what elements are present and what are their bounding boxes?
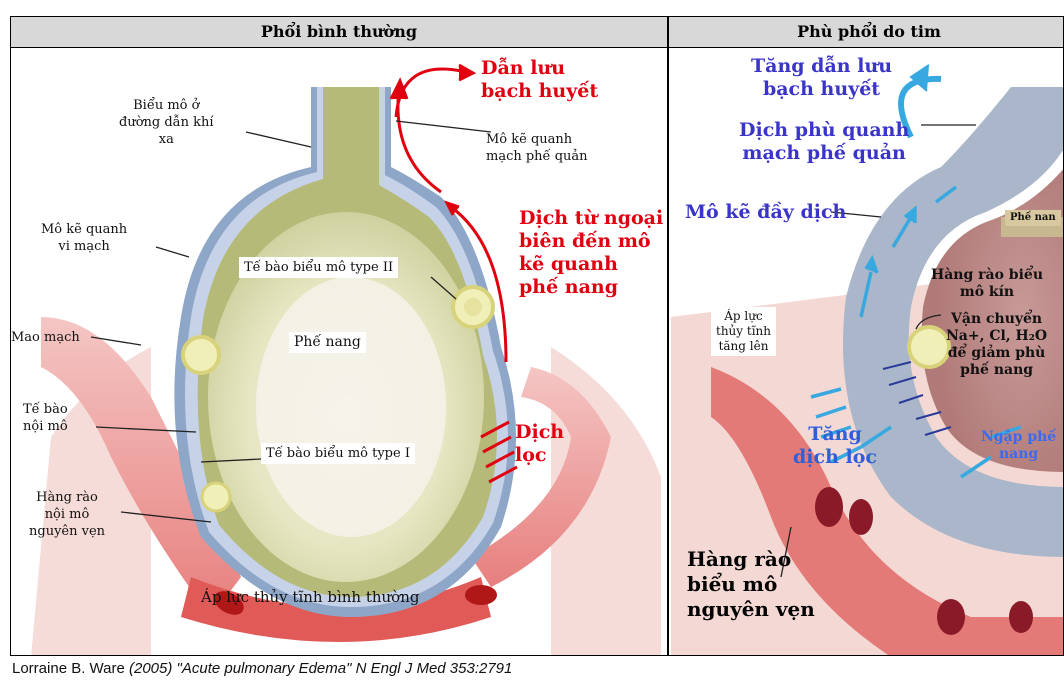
rbc bbox=[849, 499, 873, 535]
label-intact-endothelial-barrier: Hàng rào nội mô nguyên vẹn bbox=[29, 489, 105, 540]
label-type-2-cell: Tế bào biểu mô type II bbox=[239, 257, 398, 278]
label-endothelial-cell: Tế bào nội mô bbox=[23, 401, 68, 435]
figure-frame: Phổi bình thường Phù phổi do tim bbox=[10, 16, 1064, 656]
label-alveolus: Phế nang bbox=[289, 332, 366, 353]
label-perimicrovascular-interstitium: Mô kẽ quanh vi mạch bbox=[41, 221, 127, 255]
type-2-cell bbox=[183, 337, 219, 373]
rbc bbox=[465, 585, 497, 605]
label-fluid-filled-interstitium: Mô kẽ đầy dịch bbox=[685, 201, 846, 224]
label-type-1-cell: Tế bào biểu mô type I bbox=[261, 443, 415, 464]
label-capillary: Mao mạch bbox=[11, 329, 80, 346]
rbc bbox=[815, 487, 843, 527]
label-peribronchovascular-interstitium: Mô kẽ quanh mạch phế quản bbox=[486, 131, 588, 165]
label-tight-epithelial-barrier: Hàng rào biểu mô kín bbox=[931, 267, 1043, 301]
label-increased-hydrostatic-pressure: Áp lực thủy tĩnh tăng lên bbox=[711, 307, 776, 356]
citation: Lorraine B. Ware (2005) "Acute pulmonary… bbox=[12, 660, 512, 677]
label-peribronchovascular-edema: Dịch phù quanh mạch phế quản bbox=[739, 119, 909, 165]
label-alveolar-flooding: Ngập phế nang bbox=[981, 429, 1056, 463]
label-alveolus-tag: Phế nan bbox=[1005, 210, 1061, 226]
label-ion-transport: Vận chuyển Na+, Cl, H₂O để giảm phù phế … bbox=[946, 311, 1047, 379]
label-distal-airway-epithelium: Biểu mô ở đường dẫn khí xa bbox=[119, 97, 214, 148]
rbc bbox=[937, 599, 965, 635]
label-normal-hydrostatic-pressure: Áp lực thủy tĩnh bình thường bbox=[201, 589, 419, 606]
label-increased-lymph-drainage: Tăng dẫn lưu bạch huyết bbox=[751, 55, 892, 101]
label-fluid-from-periphery: Dịch từ ngoại biên đến mô kẽ quanh phế n… bbox=[519, 207, 663, 299]
label-intact-epithelial-barrier: Hàng rào biểu mô nguyên vẹn bbox=[687, 547, 815, 622]
rbc bbox=[1009, 601, 1033, 633]
label-filtration: Dịch lọc bbox=[515, 421, 564, 467]
type-2-cell bbox=[202, 483, 230, 511]
label-increased-filtration: Tăng dịch lọc bbox=[793, 423, 877, 469]
label-lymphatic-drainage: Dẫn lưu bạch huyết bbox=[481, 57, 598, 103]
type-2-cell bbox=[909, 327, 949, 367]
